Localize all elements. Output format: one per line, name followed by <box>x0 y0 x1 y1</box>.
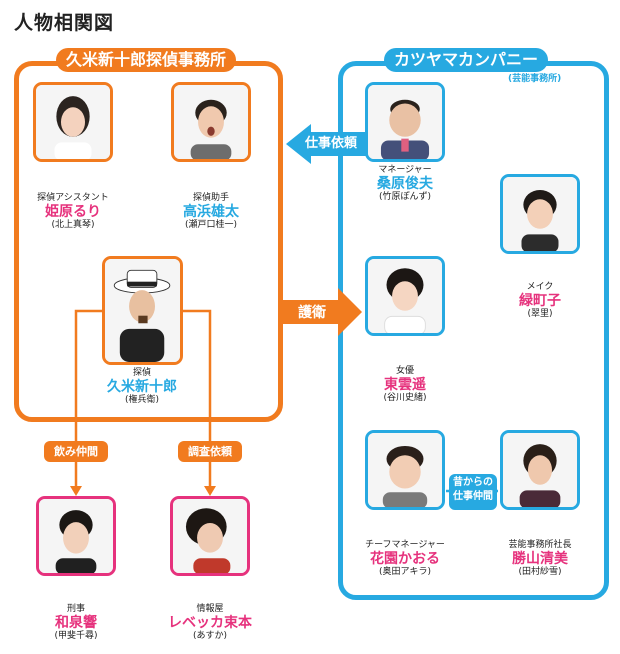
midoricho-photo <box>500 174 580 254</box>
rebecca-role: 情報屋 <box>196 604 224 614</box>
izumi-name: 和泉響 <box>55 615 97 631</box>
hanazono-name: 花園かおる <box>370 551 440 567</box>
himehara-caption: 探偵アシスタント 姫原るり (北上真琴) <box>13 193 133 231</box>
page-title: 人物相関図 <box>14 12 115 34</box>
takahama-name: 高浜雄太 <box>183 204 239 220</box>
katsuyama-role: 芸能事務所社長 <box>508 540 572 550</box>
investigation-label: 調査依頼 <box>178 441 242 462</box>
kuwahara-role: マネージャー <box>378 165 432 175</box>
kume-name: 久米新十郎 <box>107 379 177 395</box>
request-label: 仕事依頼 <box>304 136 357 151</box>
himehara-role: 探偵アシスタント <box>37 193 109 203</box>
midoricho-actor: (翠里) <box>527 309 553 319</box>
hanazono-role: チーフマネージャー <box>365 540 445 550</box>
katsuyama-name: 勝山清美 <box>512 551 568 567</box>
rebecca-name: レベッカ束本 <box>168 615 252 631</box>
katsuyama-caption: 芸能事務所社長 勝山清美 (田村紗雪) <box>480 540 600 578</box>
higashikumo-role: 女優 <box>395 366 414 376</box>
takahama-caption: 探偵助手 高浜雄太 (瀬戸口桂一) <box>151 193 271 231</box>
entertainment-company-sublabel: (芸能事務所) <box>508 74 562 84</box>
guard-label: 護衛 <box>298 305 326 321</box>
takahama-photo <box>171 82 251 162</box>
detective-agency-label: 久米新十郎探偵事務所 <box>56 48 237 72</box>
hanazono-actor: (奥田アキラ) <box>378 567 432 577</box>
rebecca-actor: (あすか) <box>192 631 228 641</box>
katsuyama-photo <box>500 430 580 510</box>
higashikumo-photo <box>365 256 445 336</box>
drinking-arrowhead <box>70 486 82 496</box>
kume-caption: 探偵 久米新十郎 (権兵衛) <box>82 368 202 406</box>
himehara-name: 姫原るり <box>45 204 101 220</box>
takahama-role: 探偵助手 <box>192 193 229 203</box>
katsuyama-actor: (田村紗雪) <box>518 567 562 577</box>
midoricho-name: 緑町子 <box>519 293 561 309</box>
rebecca-photo <box>170 496 250 576</box>
old-colleagues-line2: 仕事仲間 <box>453 491 493 502</box>
entertainment-company-label: カツヤマカンパニー <box>384 48 549 72</box>
kuwahara-actor: (竹原ぽんず) <box>378 192 432 202</box>
drinking-connector <box>74 309 106 488</box>
drinking-label: 飲み仲間 <box>44 441 108 462</box>
old-colleagues-line1: 昔からの <box>453 477 493 488</box>
investigation-connector <box>180 309 212 488</box>
guard-arrow <box>278 288 362 336</box>
kume-photo <box>102 256 183 365</box>
investigation-arrowhead <box>204 486 216 496</box>
kume-actor: (権兵衛) <box>124 395 160 405</box>
kume-role: 探偵 <box>132 368 151 378</box>
midoricho-role: メイク <box>526 282 554 292</box>
higashikumo-actor: (谷川史緒) <box>383 393 427 403</box>
hanazono-caption: チーフマネージャー 花園かおる (奥田アキラ) <box>345 540 465 578</box>
izumi-caption: 刑事 和泉響 (甲斐千尋) <box>16 604 136 642</box>
request-arrow <box>286 124 372 164</box>
izumi-photo <box>36 496 116 576</box>
kuwahara-photo <box>365 82 445 162</box>
kuwahara-caption: マネージャー 桑原俊夫 (竹原ぽんず) <box>345 165 465 203</box>
izumi-actor: (甲斐千尋) <box>54 631 98 641</box>
higashikumo-name: 東雲遥 <box>384 377 426 393</box>
himehara-photo <box>33 82 113 162</box>
midoricho-caption: メイク 緑町子 (翠里) <box>480 282 600 320</box>
old-colleagues-label: 昔からの 仕事仲間 <box>449 474 497 510</box>
kuwahara-name: 桑原俊夫 <box>377 176 433 192</box>
takahama-actor: (瀬戸口桂一) <box>184 220 238 230</box>
himehara-actor: (北上真琴) <box>51 220 95 230</box>
higashikumo-caption: 女優 東雲遥 (谷川史緒) <box>345 366 465 404</box>
izumi-role: 刑事 <box>66 604 85 614</box>
rebecca-caption: 情報屋 レベッカ束本 (あすか) <box>150 604 270 642</box>
hanazono-photo <box>365 430 445 510</box>
